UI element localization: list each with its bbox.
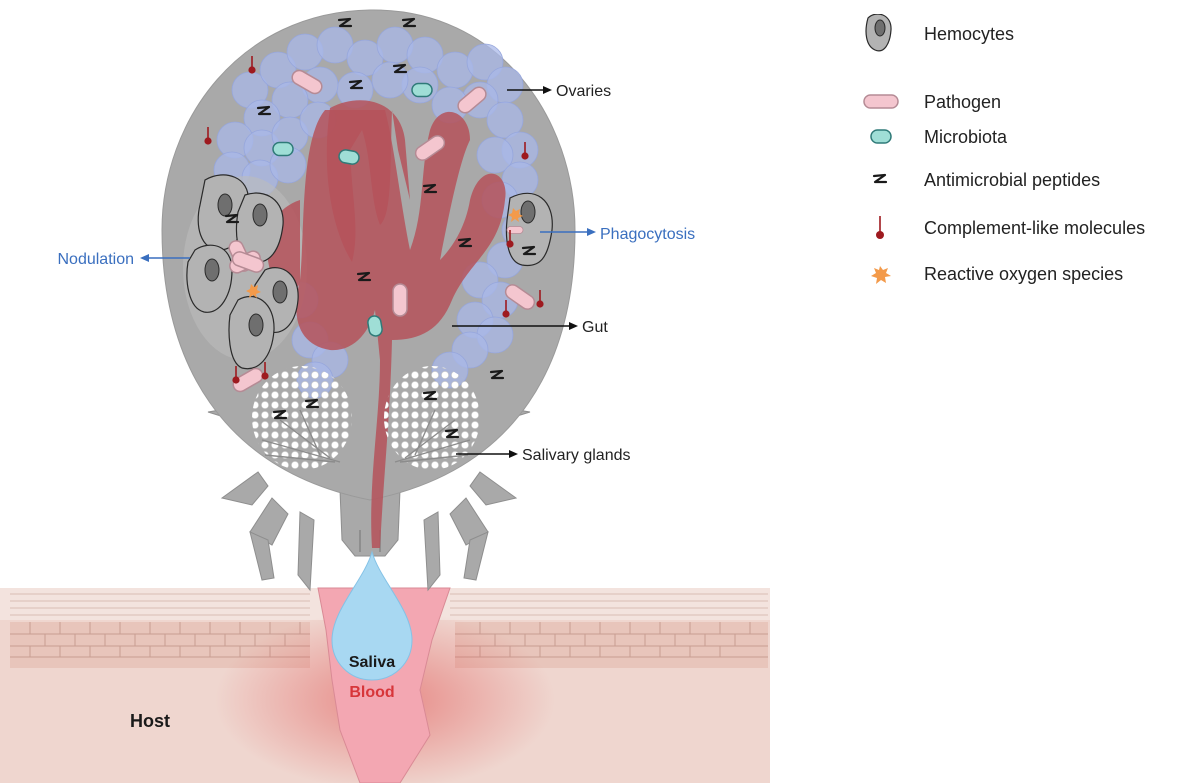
salivary-glands-label: Salivary glands <box>522 447 631 464</box>
host-label: Host <box>130 711 170 731</box>
hemocyte-icon <box>858 14 902 54</box>
salivary-gland-left <box>252 366 352 470</box>
legend-item-complement: Complement-like molecules <box>858 208 1178 248</box>
ovaries-label: Ovaries <box>556 83 611 100</box>
ros-icon <box>858 254 902 294</box>
legend-label: Complement-like molecules <box>924 218 1145 239</box>
phagocytosis-label: Phagocytosis <box>600 226 695 243</box>
saliva-label: Saliva <box>349 654 395 671</box>
legend-label: Hemocytes <box>924 24 1014 45</box>
legend-label: Reactive oxygen species <box>924 264 1123 285</box>
legend-label: Antimicrobial peptides <box>924 170 1100 191</box>
pathogen-icon <box>858 82 902 122</box>
blood-label: Blood <box>349 684 394 701</box>
legend-item-pathogen: Pathogen <box>858 82 1178 122</box>
legend-item-hemocytes: Hemocytes <box>858 14 1178 54</box>
legend-label: Pathogen <box>924 92 1001 113</box>
complement-icon <box>858 208 902 248</box>
legend-item-ros: Reactive oxygen species <box>858 254 1178 294</box>
legend-item-microbiota: Microbiota <box>858 117 1178 157</box>
microbiota-icon <box>858 117 902 157</box>
legend-label: Microbiota <box>924 127 1007 148</box>
nodulation-label: Nodulation <box>58 251 135 268</box>
legend-item-peptides: Antimicrobial peptides <box>858 160 1178 200</box>
peptide-icon <box>858 160 902 200</box>
gut-label: Gut <box>582 319 608 336</box>
